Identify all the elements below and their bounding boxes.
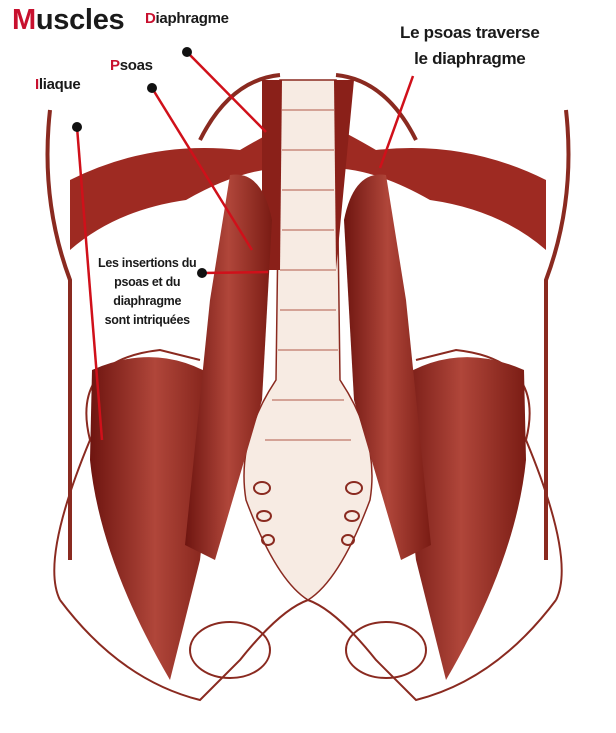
diaphragme-crus-right — [334, 80, 354, 270]
iliaque-muscle-left — [90, 357, 220, 680]
leader-lines — [75, 51, 415, 441]
leader-dots — [72, 47, 207, 278]
title: Muscles — [12, 4, 125, 36]
label-psoas-traverse: Le psoas traverse le diaphragme — [400, 23, 540, 68]
vertebrae-lines — [265, 109, 351, 441]
psoas-muscle-right — [344, 174, 431, 560]
label-diaphragme: Diaphragme — [145, 10, 229, 27]
diaphragme-muscle — [70, 119, 546, 250]
sacral-foramina — [253, 481, 363, 546]
label-psoas: Psoas — [110, 57, 153, 74]
ribs — [45, 73, 571, 560]
label-iliaque: Iliaque — [35, 76, 81, 93]
label-insertions: Les insertions du psoas et du diaphragme… — [98, 256, 197, 327]
psoas-muscle-left — [185, 174, 272, 560]
iliaque-muscle-right — [396, 357, 526, 680]
